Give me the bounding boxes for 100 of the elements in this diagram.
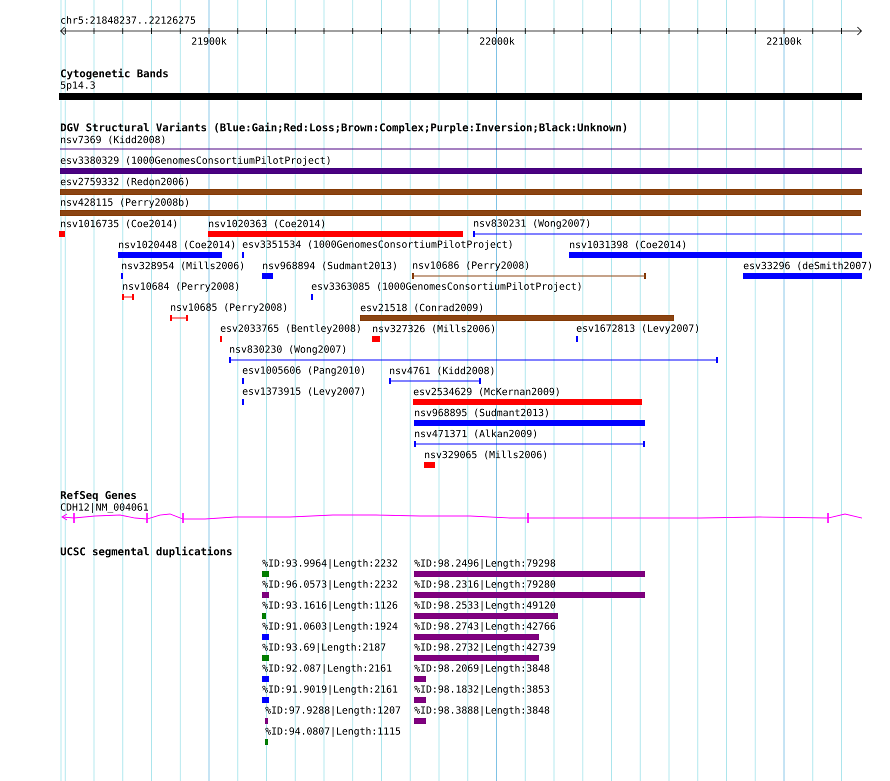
variant-bar: nsv1016735 (Coe2014) (59, 220, 176, 237)
duplication-bar: %ID:98.1832|Length:3853 (414, 685, 550, 703)
node-label: nsv830230 (Wong2007) (230, 345, 346, 355)
node-label: nsv471371 (Alkan2009) (415, 430, 536, 438)
variant-span: nsv10684 (Perry2008) (122, 282, 238, 300)
duplication-bar: %ID:94.0807|Length:1115 (265, 727, 400, 745)
band-bar: 5p14.3 (59, 81, 862, 100)
variant-span: nsv4761 (Kidd2008) (388, 366, 494, 384)
variant-bar: esv2033765 (Bentley2008) (220, 324, 360, 342)
node-label: nsv1016735 (Coe2014) (61, 220, 176, 228)
node-label: nsv830231 (Wong2007) (474, 219, 590, 229)
node-label: nsv10684 (Perry2008) (123, 282, 238, 292)
variant-bar: esv3351534 (1000GenomesConsortiumPilotProject) (242, 240, 512, 258)
node-label: esv2033765 (Bentley2008) (220, 324, 360, 334)
variant-span: nsv830231 (Wong2007) (472, 219, 863, 237)
node-label: nsv327326 (Mills2006) (373, 324, 494, 334)
variant-bar: nsv1020448 (Coe2014) (118, 240, 234, 258)
node-label: %ID:91.9019|Length:2161 (262, 685, 398, 695)
node-label: %ID:98.2732|Length:42739 (414, 643, 556, 653)
node-label: %ID:91.0603|Length:1924 (262, 622, 398, 632)
node-label: nsv1020448 (Coe2014) (119, 240, 234, 250)
node-label: esv1672813 (Levy2007) (576, 324, 698, 334)
tick-label: 22000k (480, 37, 515, 45)
node-label: nsv10685 (Perry2008) (171, 303, 286, 313)
variant-bar: nsv327326 (Mills2006) (372, 324, 494, 342)
node-label: 5p14.3 (60, 81, 95, 91)
variant-bar: nsv328954 (Mills2006) (121, 262, 244, 279)
variant-span: nsv830230 (Wong2007) (228, 345, 719, 363)
duplication-bar: %ID:97.9288|Length:1207 (265, 706, 400, 724)
node-label: nsv968894 (Sudmant2013) (263, 262, 396, 270)
variant-bar: nsv968894 (Sudmant2013) (262, 262, 396, 279)
track-heading: DGV Structural Variants (Blue:Gain;Red:Loss;Brown:Complex;Purple:Inversion;Black:Unknown) (60, 122, 626, 134)
node-label: %ID:92.087|Length:2161 (262, 664, 392, 674)
variant-bar: esv3363085 (1000GenomesConsortiumPilotProject) (311, 282, 581, 300)
variant-span: nsv10686 (Perry2008) (412, 261, 646, 279)
node-label: esv1005606 (Pang2010) (242, 366, 364, 376)
duplication-bar: %ID:98.2732|Length:42739 (414, 643, 556, 661)
node-label: %ID:93.9964|Length:2232 (262, 559, 398, 569)
node-label: esv3363085 (1000GenomesConsortiumPilotProject) (312, 282, 581, 292)
node-label: esv21518 (Conrad2009) (360, 304, 482, 312)
variant-span: nsv471371 (Alkan2009) (414, 430, 646, 447)
variant-bar: esv1672813 (Levy2007) (576, 324, 698, 342)
node-label: %ID:98.2533|Length:49120 (414, 601, 556, 611)
node-label: %ID:93.1616|Length:1126 (262, 601, 398, 611)
variant-bar: nsv329065 (Mills2006) (424, 450, 546, 468)
node-label: %ID:97.9288|Length:1207 (265, 706, 400, 716)
duplication-bar: %ID:92.087|Length:2161 (262, 664, 392, 682)
variant-bar: esv2534629 (McKernan2009) (413, 388, 642, 405)
duplication-bar: %ID:93.69|Length:2187 (262, 643, 386, 661)
duplication-bar: %ID:93.1616|Length:1126 (262, 601, 398, 619)
node-label: %ID:98.2496|Length:79298 (414, 559, 556, 569)
gene-model: CDH12|NM_004061 (60, 503, 862, 523)
duplication-bar: %ID:98.2316|Length:79280 (414, 580, 645, 598)
node-label: esv2534629 (McKernan2009) (414, 388, 559, 396)
duplication-bar: %ID:98.3888|Length:3848 (414, 706, 550, 724)
variant-bar: esv1005606 (Pang2010) (242, 366, 364, 384)
node-label: nsv328954 (Mills2006) (122, 262, 244, 270)
node-label: %ID:98.2316|Length:79280 (414, 580, 556, 590)
variant-bar: esv1373915 (Levy2007) (242, 387, 364, 405)
node-label: nsv1020363 (Coe2014) (209, 220, 324, 228)
duplication-bar: %ID:98.2533|Length:49120 (414, 601, 558, 619)
tick-label: 22100k (767, 37, 802, 45)
variant-line: nsv7369 (Kidd2008) (60, 136, 863, 150)
node-label: nsv1031398 (Coe2014) (570, 240, 686, 250)
track-heading: Cytogenetic Bands (60, 68, 168, 80)
node-label: esv3351534 (1000GenomesConsortiumPilotProject) (242, 240, 512, 250)
node-label: %ID:93.69|Length:2187 (262, 643, 386, 653)
variant-span: nsv10685 (Perry2008) (170, 303, 286, 321)
node-label: esv33296 (deSmith2007) (744, 262, 871, 270)
node-label: %ID:98.3888|Length:3848 (414, 706, 550, 716)
duplication-bar: %ID:96.0573|Length:2232 (262, 580, 398, 598)
tick-label: 21900k (192, 37, 227, 45)
node-label: nsv4761 (Kidd2008) (390, 366, 494, 376)
duplication-bar: %ID:91.0603|Length:1924 (262, 622, 398, 640)
node-label: nsv329065 (Mills2006) (425, 450, 546, 460)
variant-bar: nsv428115 (Perry2008b) (60, 198, 862, 216)
duplication-bar: %ID:98.2743|Length:42766 (414, 622, 556, 640)
variant-bar: esv2759332 (Redon2006) (60, 178, 862, 195)
node-label: nsv968895 (Sudmant2013) (415, 408, 548, 418)
node-label: nsv10686 (Perry2008) (413, 261, 528, 271)
duplication-bar: %ID:93.9964|Length:2232 (262, 559, 398, 577)
variant-bar: esv21518 (Conrad2009) (360, 304, 674, 321)
node-label: esv1373915 (Levy2007) (242, 387, 364, 397)
variant-bar: nsv1031398 (Coe2014) (569, 240, 862, 258)
node-label: %ID:98.2069|Length:3848 (414, 664, 550, 674)
variant-bar: esv33296 (deSmith2007) (743, 262, 871, 279)
variant-bar: nsv1020363 (Coe2014) (208, 220, 463, 237)
node-label: %ID:96.0573|Length:2232 (262, 580, 398, 590)
variant-bar: esv3380329 (1000GenomesConsortiumPilotProject) (60, 156, 862, 174)
duplication-bar: %ID:91.9019|Length:2161 (262, 685, 398, 703)
node-label: %ID:94.0807|Length:1115 (265, 727, 400, 737)
node-label: nsv428115 (Perry2008b) (61, 198, 188, 208)
node-label: %ID:98.2743|Length:42766 (414, 622, 556, 632)
variant-bar: nsv968895 (Sudmant2013) (414, 408, 645, 426)
node-label: esv2759332 (Redon2006) (60, 178, 188, 186)
track-heading: UCSC segmental duplications (60, 546, 232, 558)
coordinate-label: chr5:21848237..22126275 (61, 16, 196, 24)
duplication-bar: %ID:98.2069|Length:3848 (414, 664, 550, 682)
duplication-bar: %ID:98.2496|Length:79298 (414, 559, 645, 577)
node-label: esv3380329 (1000GenomesConsortiumPilotProject) (60, 156, 330, 166)
